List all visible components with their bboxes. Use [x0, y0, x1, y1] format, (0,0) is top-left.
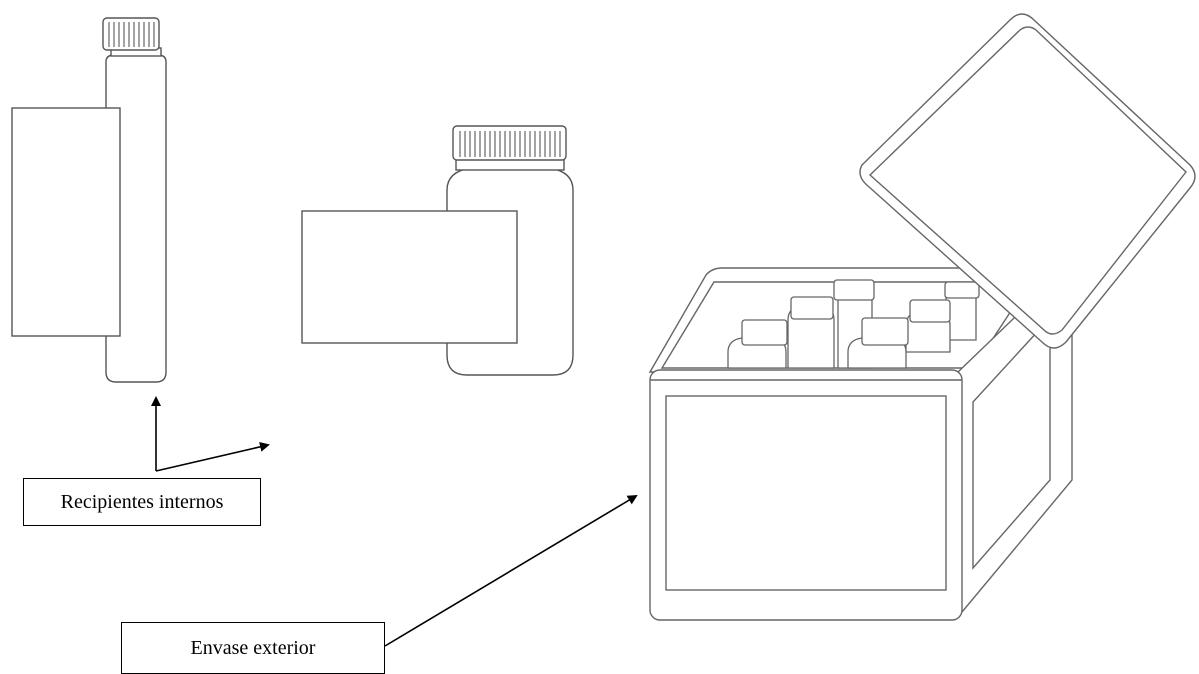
- tall-vial-label: [12, 108, 120, 336]
- box-bottle: [906, 300, 950, 352]
- label-inner-containers: Recipientes internos: [23, 478, 261, 526]
- arrow-to-wide-bottle: [156, 445, 268, 471]
- label-outer-packaging: Envase exterior: [121, 622, 385, 674]
- wide-bottle-label: [302, 211, 517, 343]
- box-bottle: [788, 297, 834, 368]
- arrow-to-outer-box: [385, 496, 636, 646]
